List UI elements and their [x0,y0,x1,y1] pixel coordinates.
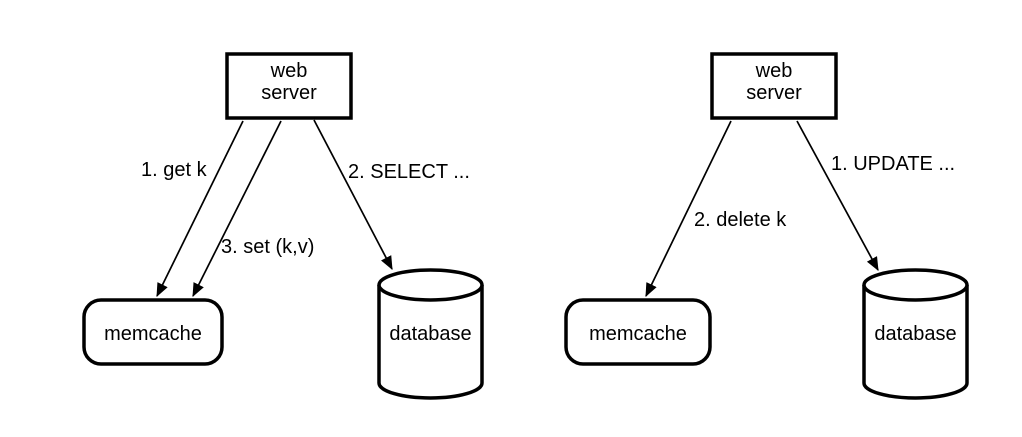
web-server-node [710,52,838,120]
read-path-diagram: 1. get k 2. SELECT ... 3. set (k,v) web … [82,52,484,400]
database-cylinder-top [862,268,969,302]
database-label: database [874,323,956,345]
memcache-node [82,298,224,366]
edge-label-select: 2. SELECT ... [348,161,470,183]
web-server-label-line1: web [270,60,308,82]
database-cylinder-body [862,285,969,400]
web-server-label-line2: server [746,82,802,104]
edge-label-get-k: 1. get k [141,159,208,181]
web-server-node [225,52,353,120]
web-server-label-line2: server [261,82,317,104]
database-cylinder-body [377,285,484,400]
memcache-label: memcache [104,323,202,345]
web-server-label-line1: web [755,60,793,82]
arrow-delete-k [645,120,732,298]
database-node: database [377,268,484,400]
edge-label-set-kv: 3. set (k,v) [221,236,314,258]
arrow-select [313,119,393,271]
edge-label-delete-k: 2. delete k [694,209,787,231]
database-label: database [389,323,471,345]
edge-label-update: 1. UPDATE ... [831,153,955,175]
memcache-node [564,298,712,366]
arrow-update [796,120,879,272]
write-path-diagram: 1. UPDATE ... 2. delete k web server mem… [564,52,969,400]
memcache-label: memcache [589,323,687,345]
database-cylinder-top [377,268,484,302]
database-node: database [862,268,969,400]
arrow-set-kv [192,120,282,298]
arrow-get-k [156,120,244,298]
